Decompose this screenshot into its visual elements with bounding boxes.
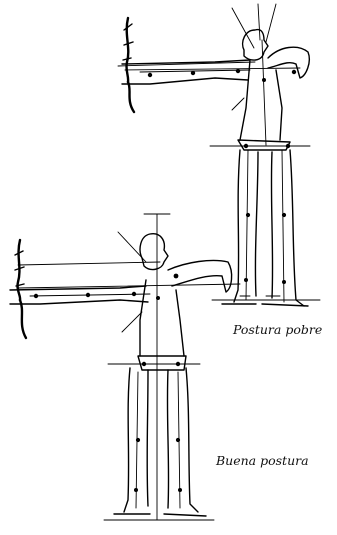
torso xyxy=(240,60,282,140)
caption-poor-posture: Postura pobre xyxy=(233,322,322,337)
good-posture-archer xyxy=(10,214,240,520)
draw-arm xyxy=(268,47,309,78)
torso xyxy=(140,280,184,356)
caption-good-posture: Buena postura xyxy=(216,453,309,468)
bow-bottom xyxy=(20,300,26,338)
legs xyxy=(234,150,304,306)
bow-top xyxy=(18,240,21,300)
head xyxy=(140,234,168,270)
bow-bottom xyxy=(128,82,134,112)
